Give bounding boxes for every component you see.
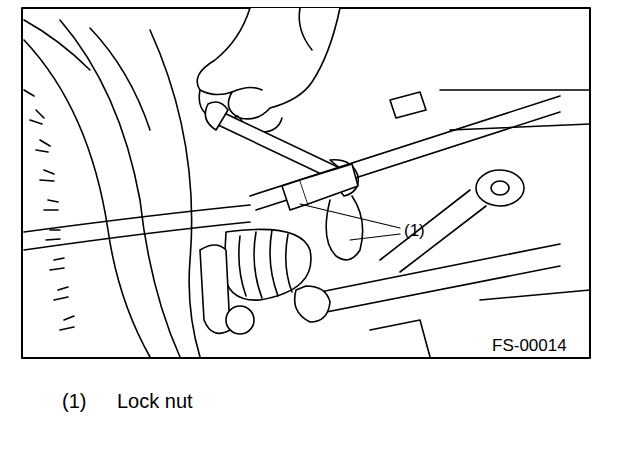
figure-code: FS-00014	[490, 336, 569, 355]
callout-number: (1)	[404, 222, 425, 239]
part-name: Lock nut	[117, 391, 193, 411]
callout-number: (1)	[62, 391, 86, 411]
